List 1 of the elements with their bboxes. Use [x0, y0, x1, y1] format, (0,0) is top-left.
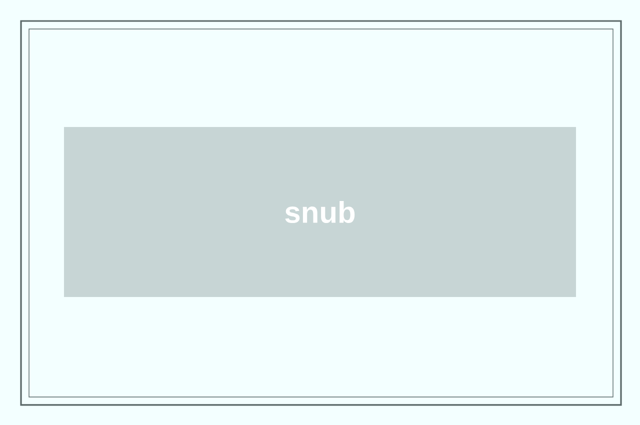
placeholder-box: snub	[64, 127, 576, 297]
